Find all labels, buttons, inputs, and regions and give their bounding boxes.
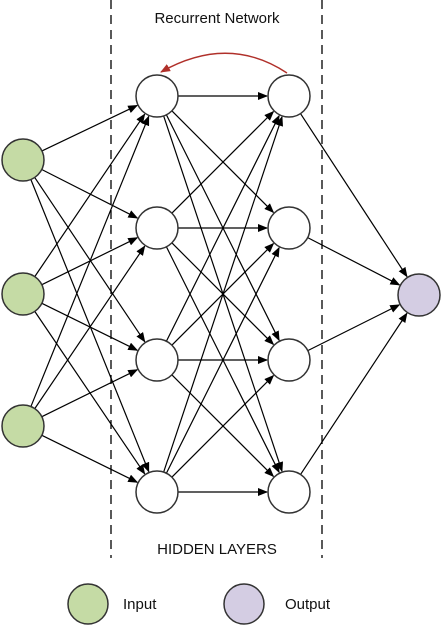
edge-h2-2-to-output — [307, 237, 401, 286]
edge-input-3-to-h1-1 — [30, 115, 150, 407]
hidden2-node-1 — [267, 74, 311, 118]
edge-input-2-to-h1-1 — [34, 113, 146, 277]
input-node-1 — [1, 138, 45, 182]
legend: Input Output — [67, 583, 331, 625]
output-node-1 — [397, 273, 441, 317]
legend-input-swatch — [67, 583, 109, 625]
edge-input-1-to-h1-1 — [41, 104, 139, 152]
diagram-title: Recurrent Network — [154, 10, 280, 27]
input-node-3 — [1, 404, 45, 448]
hidden2-node-2 — [267, 206, 311, 250]
edge-h2-1-to-output — [299, 113, 408, 278]
edge-h1-2-to-h2-1 — [171, 110, 275, 214]
legend-input-label: Input — [123, 596, 157, 613]
edge-input-1-to-h1-2 — [41, 168, 139, 219]
edge-h1-4-to-h2-2 — [165, 246, 280, 474]
edge-h2-3-to-output — [307, 304, 401, 352]
nodes — [1, 74, 441, 514]
hidden1-node-1 — [135, 74, 179, 118]
hidden2-node-3 — [267, 338, 311, 382]
recurrent-arrow — [160, 52, 288, 74]
hidden1-node-3 — [135, 338, 179, 382]
edge-h1-3-to-h2-1 — [165, 114, 280, 342]
hidden2-node-4 — [267, 470, 311, 514]
edge-h1-4-to-h2-3 — [171, 374, 275, 478]
edge-h2-4-to-output — [300, 312, 408, 475]
edge-input-3-to-h1-4 — [41, 434, 139, 483]
legend-output-swatch — [223, 583, 265, 625]
edge-input-1-to-h1-4 — [30, 179, 150, 473]
connections — [30, 52, 408, 496]
hidden1-node-4 — [135, 470, 179, 514]
hidden-layers-label: HIDDEN LAYERS — [157, 541, 277, 558]
edge-input-3-to-h1-2 — [34, 245, 146, 409]
edge-input-3-to-h1-3 — [41, 369, 139, 418]
input-node-2 — [1, 272, 45, 316]
edge-input-1-to-h1-3 — [34, 177, 146, 343]
edge-h1-4-to-h2-1 — [163, 115, 283, 473]
hidden1-node-2 — [135, 206, 179, 250]
legend-output-label: Output — [285, 596, 331, 613]
